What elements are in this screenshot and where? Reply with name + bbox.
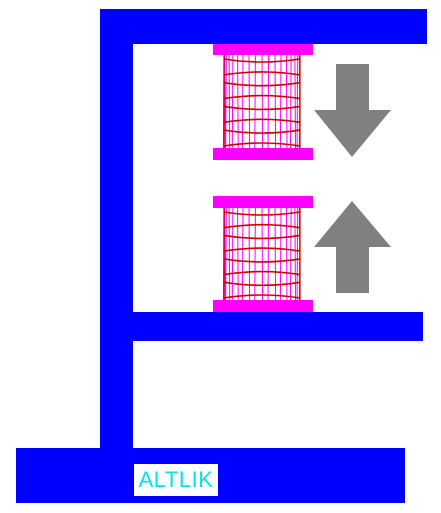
mesh-vertical-wire bbox=[237, 207, 239, 301]
mesh-horizontal-wire bbox=[223, 71, 301, 76]
mesh-horizontal-wire bbox=[223, 294, 301, 299]
mesh-horizontal-wire bbox=[223, 105, 301, 111]
mesh-horizontal-wire bbox=[223, 211, 301, 216]
mesh-vertical-wire bbox=[296, 207, 299, 301]
mesh-horizontal-wire bbox=[223, 129, 301, 134]
mesh-vertical-wire bbox=[274, 54, 277, 149]
mesh-horizontal-wire bbox=[223, 142, 301, 147]
mesh-vertical-wire bbox=[254, 207, 256, 301]
mesh-vertical-wire bbox=[237, 54, 239, 149]
base-label: ALTLIK bbox=[134, 464, 218, 496]
frame-vertical-post bbox=[100, 9, 133, 451]
arrow-up-icon bbox=[314, 201, 391, 293]
bottom-spring-assembly bbox=[213, 196, 313, 312]
mesh-horizontal-wire bbox=[223, 223, 301, 229]
arrow-down-icon bbox=[314, 64, 391, 157]
mesh-vertical-wire bbox=[224, 207, 226, 301]
mesh-vertical-wire bbox=[290, 54, 292, 149]
mesh-vertical-wire bbox=[248, 54, 251, 149]
mesh-vertical-wire bbox=[267, 207, 270, 301]
top-spring-upper-plate bbox=[213, 44, 313, 55]
mesh-vertical-wire bbox=[228, 207, 231, 301]
mesh-vertical-wire bbox=[241, 54, 244, 149]
mesh-horizontal-wire bbox=[223, 118, 301, 124]
mesh-horizontal-wire bbox=[223, 270, 301, 276]
bottom-spring-mesh bbox=[222, 207, 301, 301]
base-label-text: ALTLIK bbox=[138, 467, 214, 492]
mesh-vertical-wire bbox=[261, 54, 264, 149]
mesh-vertical-wire bbox=[261, 207, 264, 301]
mesh-horizontal-wire bbox=[223, 234, 301, 240]
mesh-vertical-wire bbox=[224, 54, 226, 149]
mesh-vertical-wire bbox=[225, 207, 227, 301]
mesh-vertical-wire bbox=[274, 207, 277, 301]
mesh-horizontal-wire bbox=[223, 94, 301, 100]
bottom-spring-lower-plate bbox=[213, 300, 313, 312]
frame-top-bar bbox=[100, 9, 427, 44]
mesh-vertical-wire bbox=[279, 207, 282, 301]
top-spring-mesh bbox=[222, 54, 301, 149]
mesh-horizontal-wire bbox=[223, 247, 301, 252]
mesh-vertical-wire bbox=[285, 54, 288, 149]
mesh-vertical-wire bbox=[285, 207, 288, 301]
mesh-vertical-wire bbox=[294, 207, 296, 301]
mesh-vertical-wire bbox=[254, 54, 256, 149]
mesh-vertical-wire bbox=[241, 207, 244, 301]
frame bbox=[16, 9, 427, 503]
mesh-horizontal-wire bbox=[223, 58, 301, 63]
top-spring-lower-plate bbox=[213, 148, 313, 160]
mesh-vertical-wire bbox=[228, 54, 231, 149]
mesh-horizontal-wire bbox=[223, 81, 301, 87]
frame-middle-shelf bbox=[100, 312, 423, 341]
bottom-spring-upper-plate bbox=[213, 196, 313, 208]
top-spring-assembly bbox=[213, 44, 313, 160]
mesh-vertical-wire bbox=[279, 54, 282, 149]
mesh-vertical-wire bbox=[294, 54, 296, 149]
mesh-vertical-wire bbox=[296, 54, 299, 149]
mesh-vertical-wire bbox=[225, 54, 227, 149]
mesh-horizontal-wire bbox=[223, 281, 301, 287]
mesh-vertical-wire bbox=[290, 207, 292, 301]
mesh-vertical-wire bbox=[231, 207, 234, 301]
mesh-vertical-wire bbox=[231, 54, 234, 149]
mesh-vertical-wire bbox=[267, 54, 270, 149]
mesh-horizontal-wire bbox=[223, 258, 301, 263]
mesh-vertical-wire bbox=[248, 207, 251, 301]
